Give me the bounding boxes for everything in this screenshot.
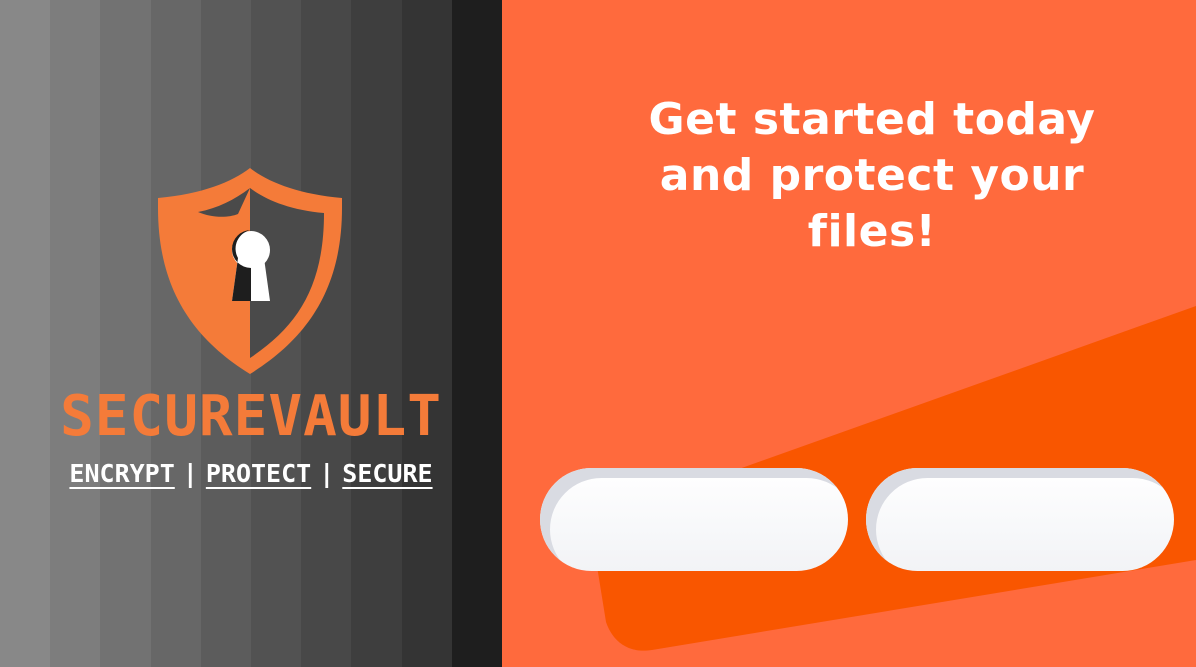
- tagline-word-encrypt: ENCRYPT: [69, 459, 175, 488]
- tagline-separator: |: [182, 459, 198, 488]
- headline-line: Get started today: [648, 94, 1096, 145]
- shield-keyhole-icon: [158, 168, 342, 374]
- background-stripe: [150, 0, 201, 667]
- background-stripe: [401, 0, 452, 667]
- background-stripe: [0, 0, 51, 667]
- brand-name: SECUREVAULT: [60, 384, 442, 449]
- tagline-word-protect: PROTECT: [205, 459, 312, 488]
- hero-headline: Get started today and protect your files…: [572, 92, 1172, 260]
- brand-tagline: ENCRYPT|PROTECT|SECURE: [0, 452, 502, 496]
- tagline-separator: |: [319, 459, 335, 488]
- button-label: [540, 468, 848, 571]
- secondary-action-button[interactable]: [866, 468, 1174, 571]
- background-stripe: [451, 0, 502, 667]
- background-stripe: [351, 0, 402, 667]
- cta-panel: Get started today and protect your files…: [502, 0, 1196, 667]
- headline-line: files!: [807, 206, 937, 257]
- background-stripe: [301, 0, 352, 667]
- headline-line: and protect your: [659, 150, 1085, 201]
- brand-panel: SECUREVAULT ENCRYPT|PROTECT|SECURE: [0, 0, 502, 667]
- background-stripe: [100, 0, 151, 667]
- background-stripe: [50, 0, 101, 667]
- button-label: [866, 468, 1174, 571]
- tagline-word-secure: SECURE: [342, 459, 433, 488]
- primary-action-button[interactable]: [540, 468, 848, 571]
